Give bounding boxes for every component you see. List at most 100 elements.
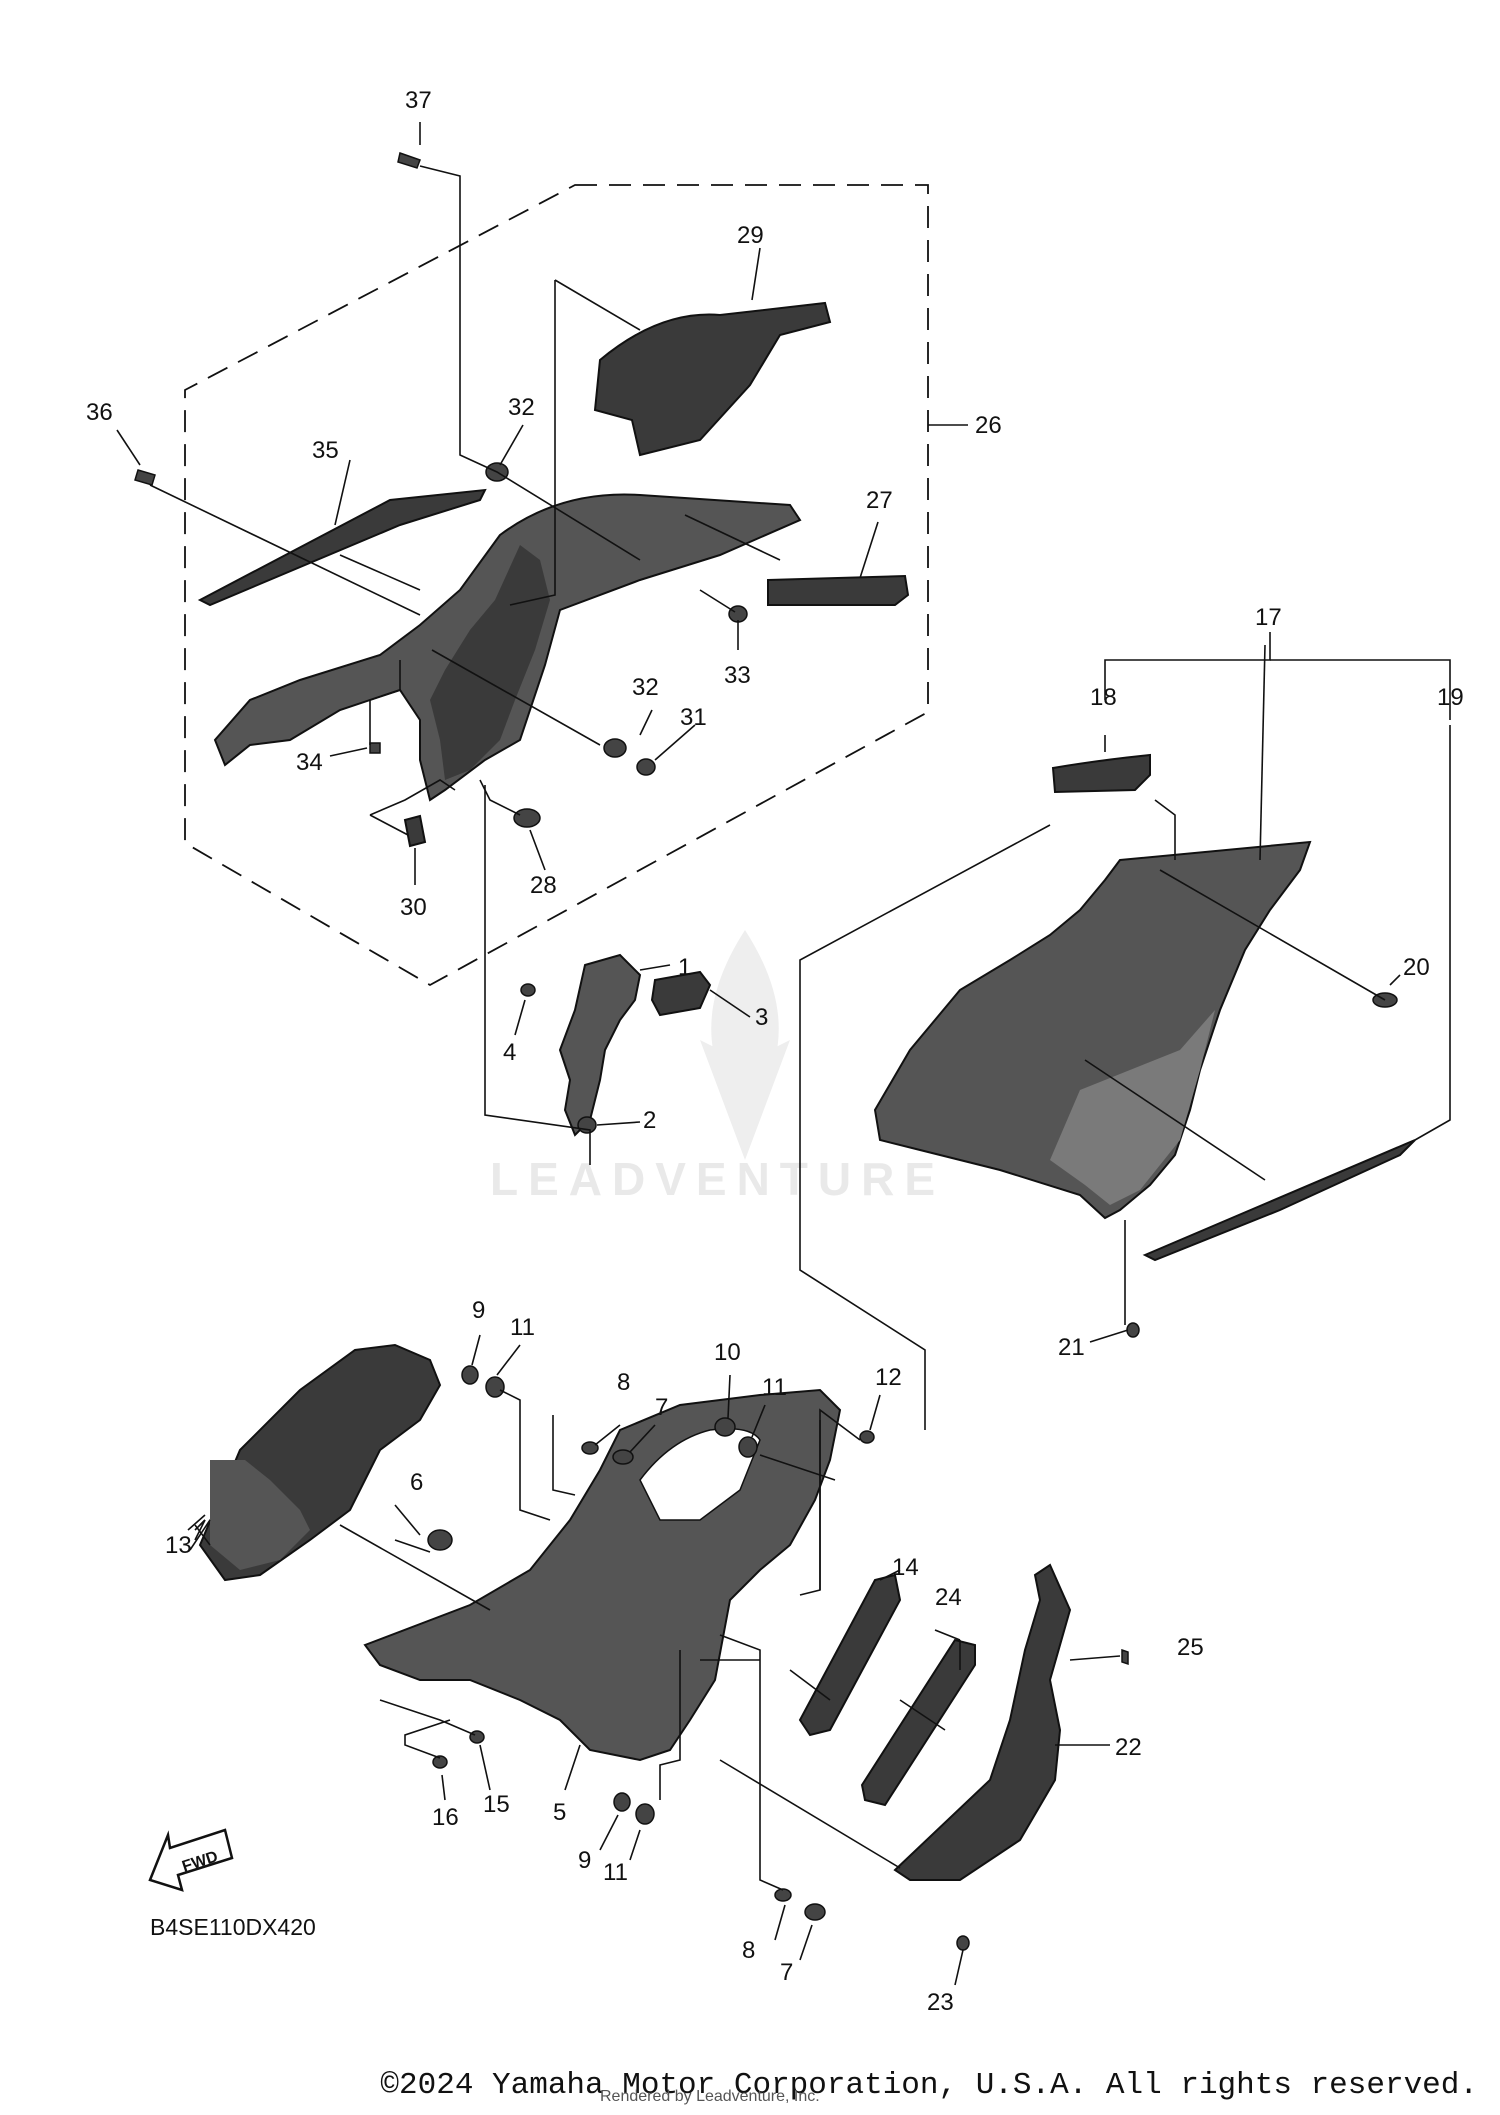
part-8-washer-upper: [581, 1441, 599, 1455]
callout-4: 4: [503, 1039, 516, 1066]
part-3-pad: [650, 970, 712, 1017]
callout-8-upper: 8: [617, 1369, 630, 1396]
callout-25: 25: [1177, 1634, 1204, 1661]
part-36-screw: [134, 469, 156, 486]
callout-3: 3: [755, 1004, 768, 1031]
lower-assembly: [198, 1343, 1129, 1951]
callout-1: 1: [678, 954, 691, 981]
part-9-grommet-lower: [613, 1792, 631, 1812]
callout-numbers: 1 2 3 4 5 6 7 7 8 8 9 9 10 11 11 11 12 1…: [86, 87, 1464, 2016]
callout-14: 14: [892, 1554, 919, 1581]
part-17-fairing-shade: [1050, 1010, 1215, 1205]
part-37-screw: [397, 152, 421, 169]
copyright-footer: ©2024 Yamaha Motor Corporation, U.S.A. A…: [380, 2068, 1478, 2103]
part-11-nut-left: [485, 1376, 505, 1398]
part-22-cover: [893, 1563, 1072, 1881]
upper-assembly: [134, 152, 910, 848]
part-7-bolt-lower: [804, 1903, 826, 1921]
part-35-strip: [197, 488, 487, 607]
middle-bracket-parts: [484, 785, 751, 1165]
callout-2: 2: [643, 1107, 656, 1134]
callout-11-left: 11: [510, 1314, 535, 1341]
callout-17: 17: [1255, 604, 1282, 631]
part-34-clip: [369, 742, 381, 754]
part-1-bracket: [558, 953, 642, 1137]
callout-7-lower: 7: [780, 1959, 793, 1986]
part-28-grommet: [513, 808, 541, 828]
diagram-code: B4SE110DX420: [150, 1914, 316, 1940]
part-18-pad: [1051, 753, 1151, 794]
callout-31: 31: [680, 704, 707, 731]
callout-23: 23: [927, 1989, 954, 2016]
callout-37: 37: [405, 87, 432, 114]
watermark-text: LEADVENTURE: [490, 1153, 945, 1205]
callout-36: 36: [86, 399, 113, 426]
callout-32-lower: 32: [632, 674, 659, 701]
leaders-upper: [116, 122, 879, 885]
watermark-flame-logo: [700, 930, 790, 1160]
part-16-clip: [432, 1755, 448, 1769]
callout-35: 35: [312, 437, 339, 464]
part-31-nut: [636, 758, 656, 776]
callout-28: 28: [530, 872, 557, 899]
part-17-fairing: [873, 840, 1312, 1220]
part-24-pad: [860, 1638, 976, 1807]
part-5-main-frame: [363, 1388, 842, 1762]
fwd-arrow: FWD: [148, 1828, 234, 1892]
part-25-screw: [1121, 1648, 1129, 1666]
callout-9-upper: 9: [472, 1297, 485, 1324]
callout-16: 16: [432, 1804, 459, 1831]
callout-5: 5: [553, 1799, 566, 1826]
callout-29: 29: [737, 222, 764, 249]
callout-24: 24: [935, 1584, 962, 1611]
callout-26: 26: [975, 412, 1002, 439]
part-14-pad: [798, 1573, 902, 1737]
callout-32-upper: 32: [508, 394, 535, 421]
callout-33: 33: [724, 662, 751, 689]
part-12-nut: [859, 1430, 875, 1444]
part-13-duct-face: [210, 1460, 310, 1570]
part-8-washer-lower: [774, 1888, 792, 1902]
callout-9-lower: 9: [578, 1847, 591, 1874]
part-33-nut: [728, 605, 748, 623]
part-2-nut: [577, 1116, 597, 1134]
callout-8-lower: 8: [742, 1937, 755, 1964]
callout-34: 34: [296, 749, 323, 776]
part-4-screw: [520, 983, 536, 997]
callout-22: 22: [1115, 1734, 1142, 1761]
callout-20: 20: [1403, 954, 1430, 981]
part-15-screw: [469, 1730, 485, 1744]
callout-15: 15: [483, 1791, 510, 1818]
assembly-boundary-26: [184, 184, 929, 987]
part-26-inner-face: [430, 545, 550, 780]
part-19-strip: [1142, 1139, 1416, 1262]
part-32-grommet-lower: [603, 738, 627, 758]
callout-6: 6: [410, 1469, 423, 1496]
part-11-nut-center: [738, 1436, 758, 1458]
part-10-grommet: [714, 1417, 736, 1437]
right-fairing: [799, 632, 1451, 1430]
part-11-nut-lower: [635, 1803, 655, 1825]
part-7-bolt-upper: [612, 1449, 634, 1465]
callout-10: 10: [714, 1339, 741, 1366]
callout-19: 19: [1437, 684, 1464, 711]
part-29-cover: [593, 301, 832, 457]
callout-13: 13: [165, 1532, 192, 1559]
part-23-screw: [956, 1935, 970, 1951]
callout-18: 18: [1090, 684, 1117, 711]
callout-7-upper: 7: [655, 1394, 668, 1421]
watermark: LEADVENTURE: [490, 930, 945, 1205]
callout-21: 21: [1058, 1334, 1085, 1361]
callout-11-center: 11: [762, 1374, 787, 1401]
fwd-arrow-shape: [148, 1828, 234, 1892]
rendered-by-credit: Rendered by Leadventure, Inc.: [600, 2088, 820, 2105]
part-6-grommet: [427, 1529, 453, 1551]
callout-27: 27: [866, 487, 893, 514]
part-5-frame-opening: [639, 1428, 761, 1521]
part-21-clip: [1126, 1322, 1140, 1338]
callout-12: 12: [875, 1364, 902, 1391]
callout-30: 30: [400, 894, 427, 921]
part-30-pad: [403, 814, 427, 848]
callout-11-lower: 11: [603, 1859, 628, 1886]
